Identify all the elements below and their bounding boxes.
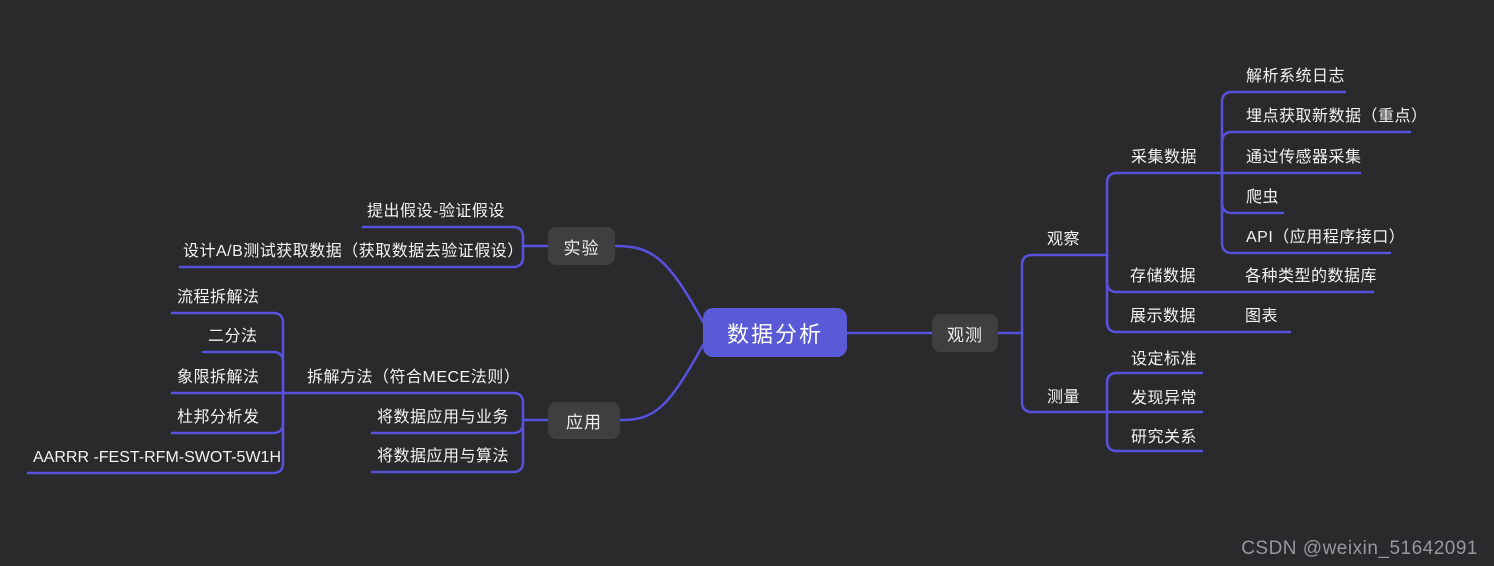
node-process-decompose[interactable]: 流程拆解法 bbox=[177, 289, 260, 306]
csdn-watermark: CSDN @weixin_51642091 bbox=[1241, 538, 1478, 559]
node-measure[interactable]: 测量 bbox=[1047, 389, 1081, 406]
node-charts[interactable]: 图表 bbox=[1245, 308, 1279, 325]
node-dupont-analysis[interactable]: 杜邦分析发 bbox=[177, 409, 260, 426]
node-store-data[interactable]: 存储数据 bbox=[1130, 268, 1197, 285]
node-application[interactable]: 应用 bbox=[548, 402, 620, 439]
node-root[interactable]: 数据分析 bbox=[703, 308, 847, 357]
node-aarrr-frameworks[interactable]: AARRR -FEST-RFM-SWOT-5W1H bbox=[33, 449, 281, 466]
node-find-anomalies[interactable]: 发现异常 bbox=[1131, 390, 1198, 407]
node-parse-system-logs[interactable]: 解析系统日志 bbox=[1246, 68, 1346, 85]
node-display-data[interactable]: 展示数据 bbox=[1130, 308, 1197, 325]
node-api[interactable]: API（应用程序接口） bbox=[1246, 229, 1406, 246]
node-set-standards[interactable]: 设定标准 bbox=[1131, 351, 1198, 368]
node-observation[interactable]: 观测 bbox=[932, 314, 998, 352]
node-hypothesis[interactable]: 提出假设-验证假设 bbox=[367, 203, 505, 220]
node-sensor-collection[interactable]: 通过传感器采集 bbox=[1246, 149, 1362, 166]
node-decompose-method[interactable]: 拆解方法（符合MECE法则） bbox=[307, 369, 521, 386]
node-observe[interactable]: 观察 bbox=[1047, 231, 1081, 248]
node-dichotomy[interactable]: 二分法 bbox=[208, 328, 258, 345]
node-database-types[interactable]: 各种类型的数据库 bbox=[1245, 268, 1378, 285]
node-quadrant-decompose[interactable]: 象限拆解法 bbox=[177, 369, 260, 386]
node-apply-business[interactable]: 将数据应用与业务 bbox=[377, 409, 510, 426]
node-study-relations[interactable]: 研究关系 bbox=[1131, 429, 1198, 446]
node-ab-testing[interactable]: 设计A/B测试获取数据（获取数据去验证假设） bbox=[183, 243, 524, 260]
node-experiment[interactable]: 实验 bbox=[548, 227, 615, 265]
node-tracking-new-data[interactable]: 埋点获取新数据（重点） bbox=[1246, 108, 1428, 125]
node-collect-data[interactable]: 采集数据 bbox=[1131, 149, 1198, 166]
node-apply-algorithm[interactable]: 将数据应用与算法 bbox=[377, 448, 510, 465]
node-crawler[interactable]: 爬虫 bbox=[1246, 189, 1280, 206]
